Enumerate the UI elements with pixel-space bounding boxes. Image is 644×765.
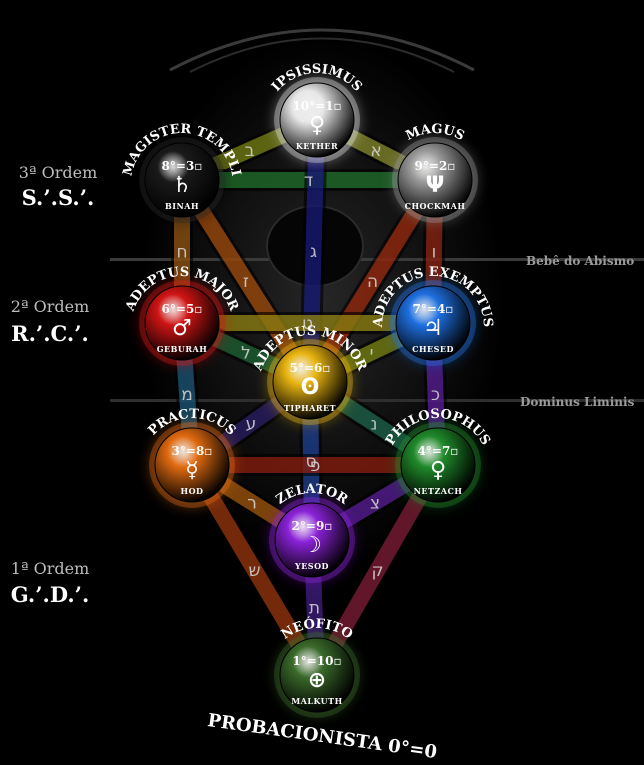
- path-letter-hod-yesod: ר: [247, 494, 257, 514]
- sphere-name-chesed: CHESED: [412, 344, 454, 354]
- sphere-grade-yesod: 2°=9▫: [292, 519, 333, 533]
- liminis-band: [110, 399, 644, 402]
- sphere-name-malkuth: MALKUTH: [291, 696, 342, 706]
- sphere-orb-netzach: [400, 427, 476, 503]
- sphere-grade-kether: 10°=1▫: [292, 99, 341, 113]
- sphere-grade-netzach: 4°=7▫: [418, 444, 459, 458]
- sphere-grade-malkuth: 1°=10▫: [292, 654, 341, 668]
- order-2-name: R.’.C.’.: [11, 321, 89, 346]
- sphere-symbol-hod: ☿: [185, 458, 199, 483]
- path-letter-geburah-hod: מ: [181, 385, 193, 405]
- abyss-threshold-label: Bebê do Abismo: [526, 254, 635, 268]
- path-letter-chesed-tiphareth: י: [370, 344, 374, 364]
- probationer-label: PROBACIONISTA 0°=0: [206, 710, 438, 763]
- path-letter-hod-malkuth: ש: [248, 561, 260, 581]
- path-letter-binah-chokmah: ד: [304, 171, 313, 191]
- order-2-label: 2ª Ordem: [10, 297, 90, 316]
- sphere-symbol-geburah: ♂: [172, 316, 192, 341]
- sphere-symbol-chesed: ♃: [423, 316, 443, 341]
- sphere-orb-chokmah: [397, 142, 473, 218]
- path-letter-chokmah-tiphareth: ה: [367, 272, 378, 292]
- path-letter-geburah-tiphareth: ל: [241, 344, 251, 364]
- sphere-symbol-kether: ♀: [309, 113, 325, 138]
- path-letter-tiphareth-yesod: ס: [305, 452, 316, 472]
- path-letter-chokmah-chesed: ו: [432, 243, 437, 263]
- path-letter-tiphareth-hod: ע: [246, 415, 257, 435]
- sphere-name-tiphareth: TIPHARET: [284, 403, 336, 413]
- sphere-orb-yesod: [274, 502, 350, 578]
- path-letter-kether-chokmah: א: [370, 141, 381, 161]
- sphere-orb-binah: [144, 142, 220, 218]
- sphere-orb-hod: [154, 427, 230, 503]
- sphere-name-kether: KETHER: [296, 141, 338, 151]
- sphere-grade-tiphareth: 5°=6▫: [290, 361, 331, 375]
- order-3-name: S.’.S.’.: [21, 185, 95, 210]
- path-letter-binah-geburah: ח: [176, 243, 187, 263]
- path-letter-yesod-malkuth: ת: [309, 599, 320, 619]
- path-letter-netzach-yesod: צ: [370, 494, 380, 514]
- sphere-orb-geburah: [144, 285, 220, 361]
- kether-halo-arc-2: [189, 37, 455, 73]
- sphere-grade-binah: 8°=3▫: [162, 159, 203, 173]
- kether-halo-arc-1: [169, 28, 475, 72]
- path-letter-netzach-malkuth: ק: [371, 561, 383, 581]
- sphere-grade-geburah: 6°=5▫: [162, 302, 203, 316]
- sphere-name-binah: BINAH: [165, 201, 199, 211]
- sphere-grade-chesed: 7°=4▫: [413, 302, 454, 316]
- sphere-orb-kether: [279, 82, 355, 158]
- path-letter-binah-tiphareth: ז: [243, 272, 249, 292]
- sphere-grade-hod: 3°=8▫: [172, 444, 213, 458]
- path-letter-geburah-chesed: ט: [302, 314, 313, 334]
- sphere-name-chokmah: CHOCKMAH: [405, 201, 466, 211]
- order-1-label: 1ª Ordem: [10, 559, 90, 578]
- path-letter-kether-binah: ב: [245, 141, 255, 161]
- sphere-orb-chesed: [395, 285, 471, 361]
- sphere-name-hod: HOD: [181, 486, 204, 496]
- sphere-symbol-tiphareth: ʘ: [301, 375, 320, 400]
- order-1-name: G.’.D.’.: [10, 582, 90, 607]
- path-letter-tiphareth-netzach: נ: [371, 415, 378, 435]
- sphere-name-netzach: NETZACH: [414, 486, 463, 496]
- sphere-symbol-netzach: ♀: [430, 458, 446, 483]
- sphere-orb-malkuth: [279, 637, 355, 713]
- sphere-name-yesod: YESOD: [294, 561, 329, 571]
- sphere-symbol-binah: ♄: [172, 173, 192, 198]
- sphere-name-geburah: GEBURAH: [157, 344, 208, 354]
- order-3-label: 3ª Ordem: [18, 163, 98, 182]
- path-letter-hod-netzach: פ: [310, 456, 321, 476]
- sphere-orb-tiphareth: [272, 344, 348, 420]
- path-letter-chesed-netzach: כ: [431, 385, 440, 405]
- sphere-symbol-yesod: ☽: [302, 533, 322, 558]
- liminis-threshold-label: Dominus Liminis: [520, 395, 635, 409]
- path-kether-tiphareth: [302, 119, 325, 383]
- sphere-symbol-chokmah: Ψ: [426, 173, 445, 198]
- path-letter-kether-tiphareth: ג: [310, 242, 317, 262]
- sphere-symbol-malkuth: ⊕: [308, 668, 326, 693]
- sphere-grade-chokmah: 9°=2▫: [415, 159, 456, 173]
- path-letters-layer: ב א ד ג ח ו ז ה ט ל י מ כ ע נ ספ ר צ ש ת ק: [176, 141, 440, 619]
